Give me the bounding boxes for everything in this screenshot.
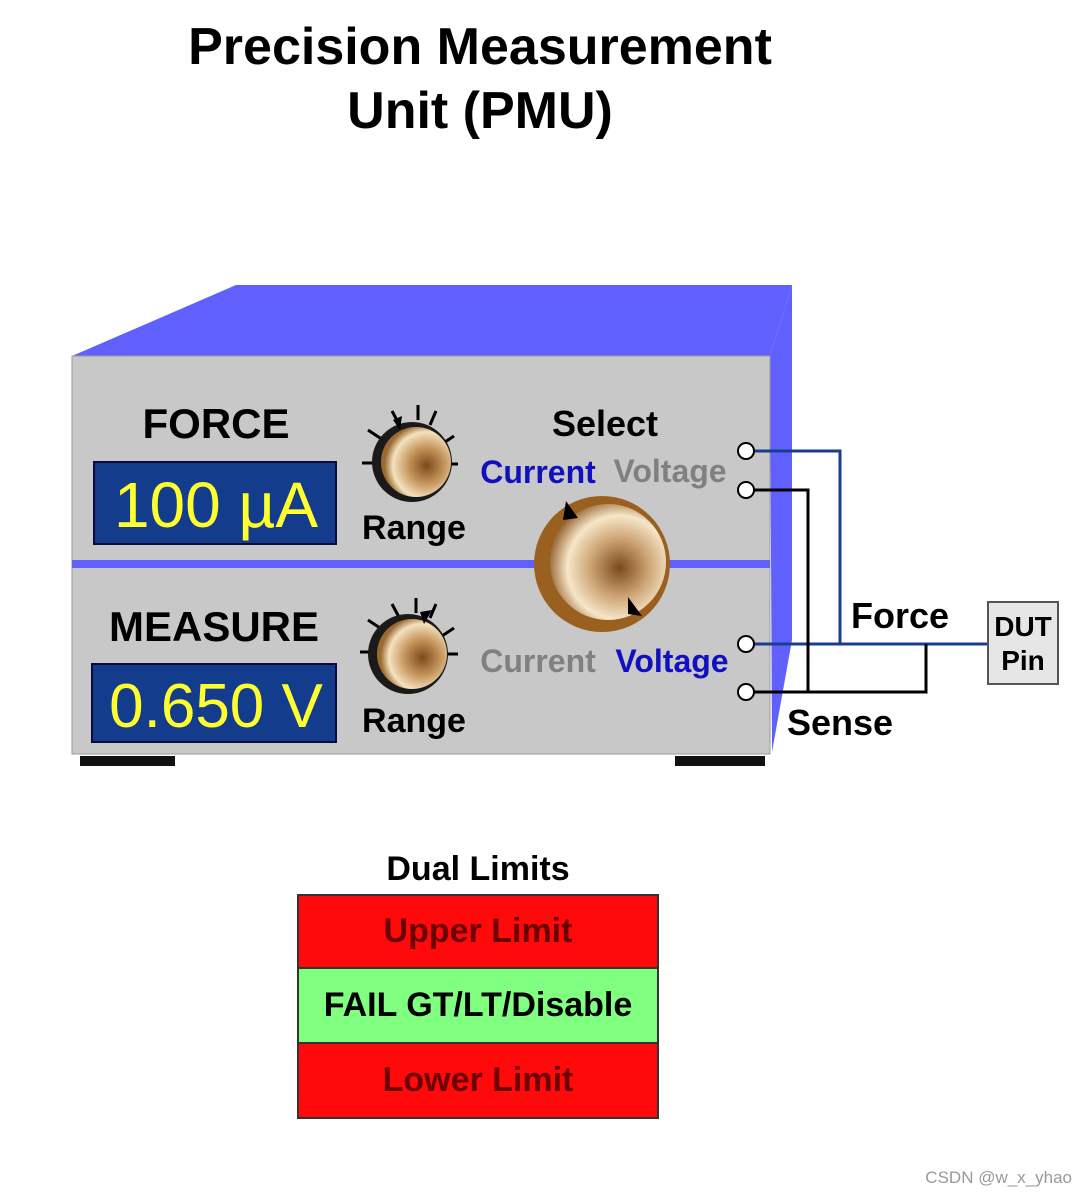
force-wire-top (754, 449, 842, 644)
force-select-current: Current (480, 454, 596, 490)
force-range-label: Range (362, 509, 466, 547)
lower-limit-box: Lower Limit (297, 1044, 659, 1119)
measure-label: MEASURE (109, 603, 319, 650)
instrument-side (770, 285, 792, 752)
watermark: CSDN @w_x_yhao (925, 1168, 1072, 1187)
force-select-voltage: Voltage (613, 453, 726, 489)
sense-wire-top (754, 488, 810, 692)
force-label: FORCE (143, 400, 290, 447)
measure-range-knob[interactable] (360, 598, 458, 694)
measure-range-label: Range (362, 702, 466, 740)
fail-condition-box: FAIL GT/LT/Disable (297, 969, 659, 1044)
force-range-knob-pointer (393, 416, 402, 430)
dual-limits-stack: Upper Limit FAIL GT/LT/Disable Lower Lim… (297, 894, 659, 1119)
select-knob-pointer-force (563, 501, 578, 520)
force-display-value: 100 µA (114, 469, 318, 541)
select-knob-face (550, 504, 666, 620)
measure-select-current: Current (480, 643, 596, 679)
select-knob-pointer-measure (628, 597, 642, 616)
panel-divider (72, 560, 770, 568)
dut-pin-label-line2: Pin (1001, 645, 1045, 676)
select-label: Select (552, 403, 658, 444)
instrument-foot-left (80, 756, 175, 766)
upper-limit-box: Upper Limit (297, 894, 659, 969)
measure-range-knob-pointer (420, 610, 432, 624)
instrument-top (72, 285, 792, 356)
dual-limits-title: Dual Limits (386, 850, 570, 888)
dut-pin-box (987, 601, 1059, 685)
measure-force-terminal[interactable] (737, 635, 755, 653)
measure-display (91, 663, 337, 743)
measure-range-knob-face (377, 619, 447, 689)
title-line-1: Precision Measurement (188, 18, 772, 76)
dut-pin-label-line1: DUT (994, 611, 1052, 642)
title-line-2: Unit (PMU) (347, 82, 613, 140)
measure-sense-terminal[interactable] (737, 683, 755, 701)
force-select-force-terminal[interactable] (737, 442, 755, 460)
measure-select-voltage: Voltage (615, 643, 728, 679)
force-range-knob-face (381, 427, 451, 497)
sense-wire-label: Sense (787, 702, 893, 743)
sense-wire-bottom (754, 644, 928, 694)
measure-display-value: 0.650 V (109, 672, 323, 741)
select-knob[interactable] (534, 496, 670, 632)
force-select-sense-terminal[interactable] (737, 481, 755, 499)
instrument-foot-right (675, 756, 765, 766)
force-wire-label: Force (851, 595, 949, 636)
force-display (93, 461, 337, 545)
force-range-knob[interactable] (362, 405, 458, 502)
